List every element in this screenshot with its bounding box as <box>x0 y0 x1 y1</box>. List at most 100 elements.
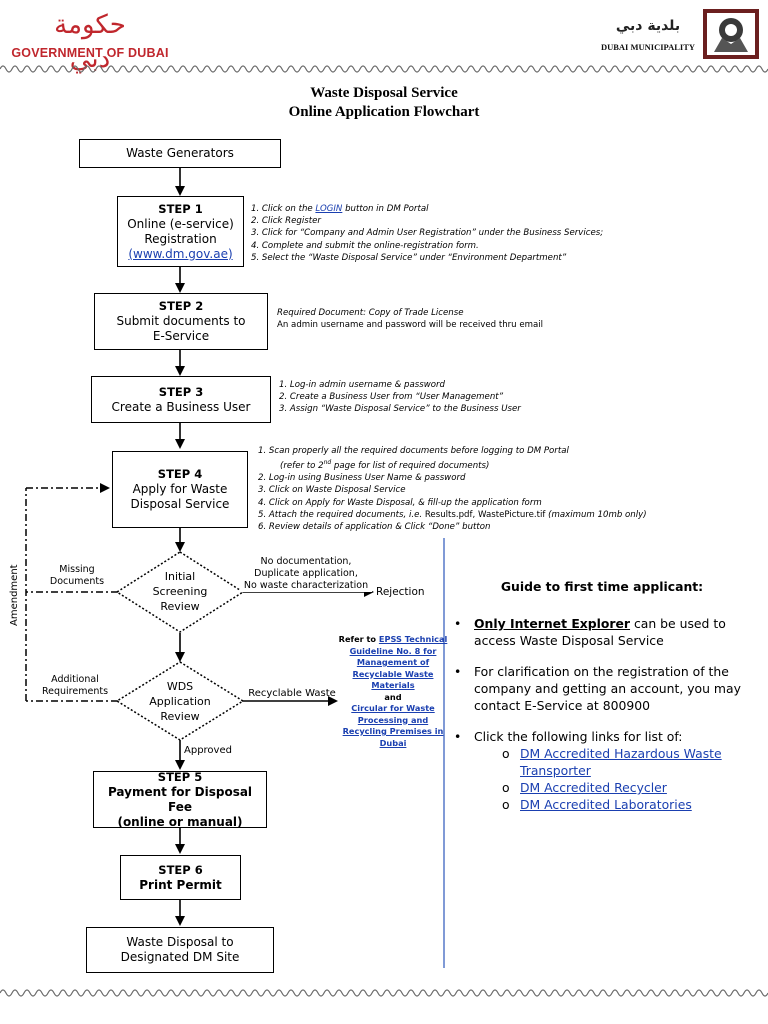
step4-line1: Apply for Waste <box>132 482 228 496</box>
step4-note-1: 1. Scan properly all the required docume… <box>258 446 569 456</box>
step1-label: STEP 1 <box>158 201 203 216</box>
final-line2: Designated DM Site <box>120 950 240 964</box>
step1-note-4: 4. Complete and submit the online-regist… <box>251 240 479 251</box>
step4-line2: Disposal Service <box>130 497 230 511</box>
step2-line2: E-Service <box>152 329 210 343</box>
step1-line2: Registration <box>144 231 217 246</box>
government-of-dubai-logo: حكومة دبي GOVERNMENT OF DUBAI <box>10 8 170 74</box>
step4-note-1b-pre: (refer to 2 <box>280 461 324 472</box>
step5-box: STEP 5 Payment for Disposal Fee (online … <box>93 769 267 829</box>
guide-bullet-3: • Click the following links for list of:… <box>452 728 766 813</box>
recyclable-waste-label: Recyclable Waste <box>248 688 336 699</box>
rejection-reason-2: Duplicate application, <box>254 568 358 579</box>
decision1-line3: Review <box>160 600 200 613</box>
decision1-line1: Initial <box>164 570 196 583</box>
decision1-label: Initial Screening Review <box>135 569 225 614</box>
step4-note-5-mid: Results.pdf, WastePicture.tif <box>424 509 546 520</box>
recycler-link[interactable]: DM Accredited Recycler <box>520 780 667 795</box>
dm-logo-arabic: بلدية دبي <box>615 18 681 34</box>
guide-b1-bold: Only Internet Explorer <box>474 616 631 631</box>
decision-diamond-1 <box>115 551 245 633</box>
guide-links: o DM Accredited Hazardous Waste Transport… <box>502 745 742 813</box>
missing-documents-line2: Documents <box>49 576 105 587</box>
circle-bullet-icon: o <box>502 780 510 795</box>
refer-and: and <box>384 691 402 702</box>
rejection-reason-1: No documentation, <box>260 556 352 567</box>
bottom-decorative-border <box>0 989 768 997</box>
guide-b2: For clarification on the registration of… <box>474 664 741 713</box>
refer-pre-text: Refer to <box>338 634 379 644</box>
page-title: Waste Disposal Service Online Applicatio… <box>0 84 768 122</box>
step3-label: STEP 3 <box>158 384 204 399</box>
step5-label: STEP 5 <box>157 769 203 784</box>
step1-note-2: 2. Click Register <box>251 216 321 227</box>
step4-note-1b-post: page for list of required documents) <box>331 461 490 472</box>
step1-box: STEP 1 Online (e-service) Registration (… <box>117 196 244 267</box>
hazardous-transporter-link[interactable]: DM Accredited Hazardous Waste Transporte… <box>520 746 722 778</box>
rejection-reason-3: No waste characterization <box>240 580 372 592</box>
step3-note-2: 2. Create a Business User from “User Man… <box>279 392 504 403</box>
step3-instructions: 1. Log-in admin username & password 2. C… <box>279 379 521 416</box>
step2-line1: Submit documents to <box>116 314 246 328</box>
step1-note-1-post: button in DM Portal <box>342 204 429 214</box>
additional-requirements-label: Additional Requirements <box>30 674 120 698</box>
decision-diamond-2 <box>115 661 245 741</box>
step4-note-5: 5. Attach the required documents, i.e. R… <box>258 509 647 521</box>
step6-box: STEP 6 Print Permit <box>120 855 241 900</box>
step1-note-1-pre: 1. Click on the <box>251 204 316 214</box>
step2-label: STEP 2 <box>158 299 204 313</box>
rejection-reasons: No documentation, Duplicate application,… <box>240 556 372 592</box>
top-decorative-border <box>0 65 768 73</box>
step4-label: STEP 4 <box>157 467 203 481</box>
bullet-dot-icon: • <box>454 729 462 744</box>
waste-generators-label: Waste Generators <box>126 146 234 160</box>
step1-note-1: 1. Click on the LOGIN button in DM Porta… <box>251 203 603 215</box>
login-link[interactable]: LOGIN <box>315 204 343 214</box>
step1-line1: Online (e-service) <box>127 216 234 231</box>
step5-line2: (online or manual) <box>117 814 243 829</box>
step2-note-2: An admin username and password will be r… <box>277 320 544 331</box>
title-line-1: Waste Disposal Service <box>310 85 458 101</box>
dm-portal-link[interactable]: (www.dm.gov.ae) <box>128 246 233 261</box>
step1-note-5: 5. Select the “Waste Disposal Service” u… <box>251 252 567 263</box>
step1-instructions: 1. Click on the LOGIN button in DM Porta… <box>251 203 603 264</box>
step4-note-1b: (refer to 2nd page for list of required … <box>258 457 647 472</box>
laboratories-link[interactable]: DM Accredited Laboratories <box>520 797 692 812</box>
step4-instructions: 1. Scan properly all the required docume… <box>258 445 647 533</box>
waste-generators-box: Waste Generators <box>79 139 281 168</box>
decision2-line3: Review <box>160 710 200 723</box>
gov-logo-arabic: حكومة دبي <box>54 10 126 74</box>
step4-note-2: 2. Log-in using Business User Name & pas… <box>258 473 466 484</box>
guide-b3: Click the following links for list of: <box>474 729 683 744</box>
additional-requirements-line1: Additional <box>51 674 99 685</box>
dubai-municipality-logo: بلدية دبي DUBAI MUNICIPALITY <box>596 8 762 62</box>
step2-note-1: Required Document: Copy of Trade License <box>277 308 464 318</box>
circular-link[interactable]: Circular for Waste Processing and Recycl… <box>342 703 444 748</box>
title-line-2: Online Application Flowchart <box>288 104 480 120</box>
dm-logo-text: DUBAI MUNICIPALITY <box>600 42 696 52</box>
guide-title: Guide to first time applicant: <box>500 579 704 594</box>
missing-documents-label: Missing Documents <box>34 564 120 588</box>
step6-line1: Print Permit <box>139 877 222 892</box>
final-line1: Waste Disposal to <box>126 935 234 949</box>
additional-requirements-line2: Requirements <box>41 686 109 697</box>
decision2-label: WDS Application Review <box>135 679 225 724</box>
final-disposal-box: Waste Disposal to Designated DM Site <box>86 927 274 973</box>
first-time-guide: Guide to first time applicant: • Only In… <box>452 578 766 813</box>
step4-note-1b-sup: nd <box>323 459 332 467</box>
step2-instructions: Required Document: Copy of Trade License… <box>277 307 543 331</box>
step3-note-3: 3. Assign “Waste Disposal Service” to th… <box>279 404 521 415</box>
refer-circular: Circular for Waste Processing and Recycl… <box>338 703 448 749</box>
decision2-line1: WDS <box>166 680 194 693</box>
bullet-dot-icon: • <box>454 664 462 679</box>
amendment-label: Amendment <box>9 564 21 626</box>
step1-note-3: 3. Click for “Company and Admin User Reg… <box>251 228 604 239</box>
guide-bullet-1: • Only Internet Explorer can be used to … <box>452 615 766 649</box>
bullet-dot-icon: • <box>454 616 462 631</box>
step5-line1: Payment for Disposal Fee <box>107 784 253 814</box>
epss-guideline-link[interactable]: EPSS Technical Guideline No. 8 for Manag… <box>349 634 448 690</box>
step3-box: STEP 3 Create a Business User <box>91 376 271 423</box>
step6-label: STEP 6 <box>158 862 203 877</box>
